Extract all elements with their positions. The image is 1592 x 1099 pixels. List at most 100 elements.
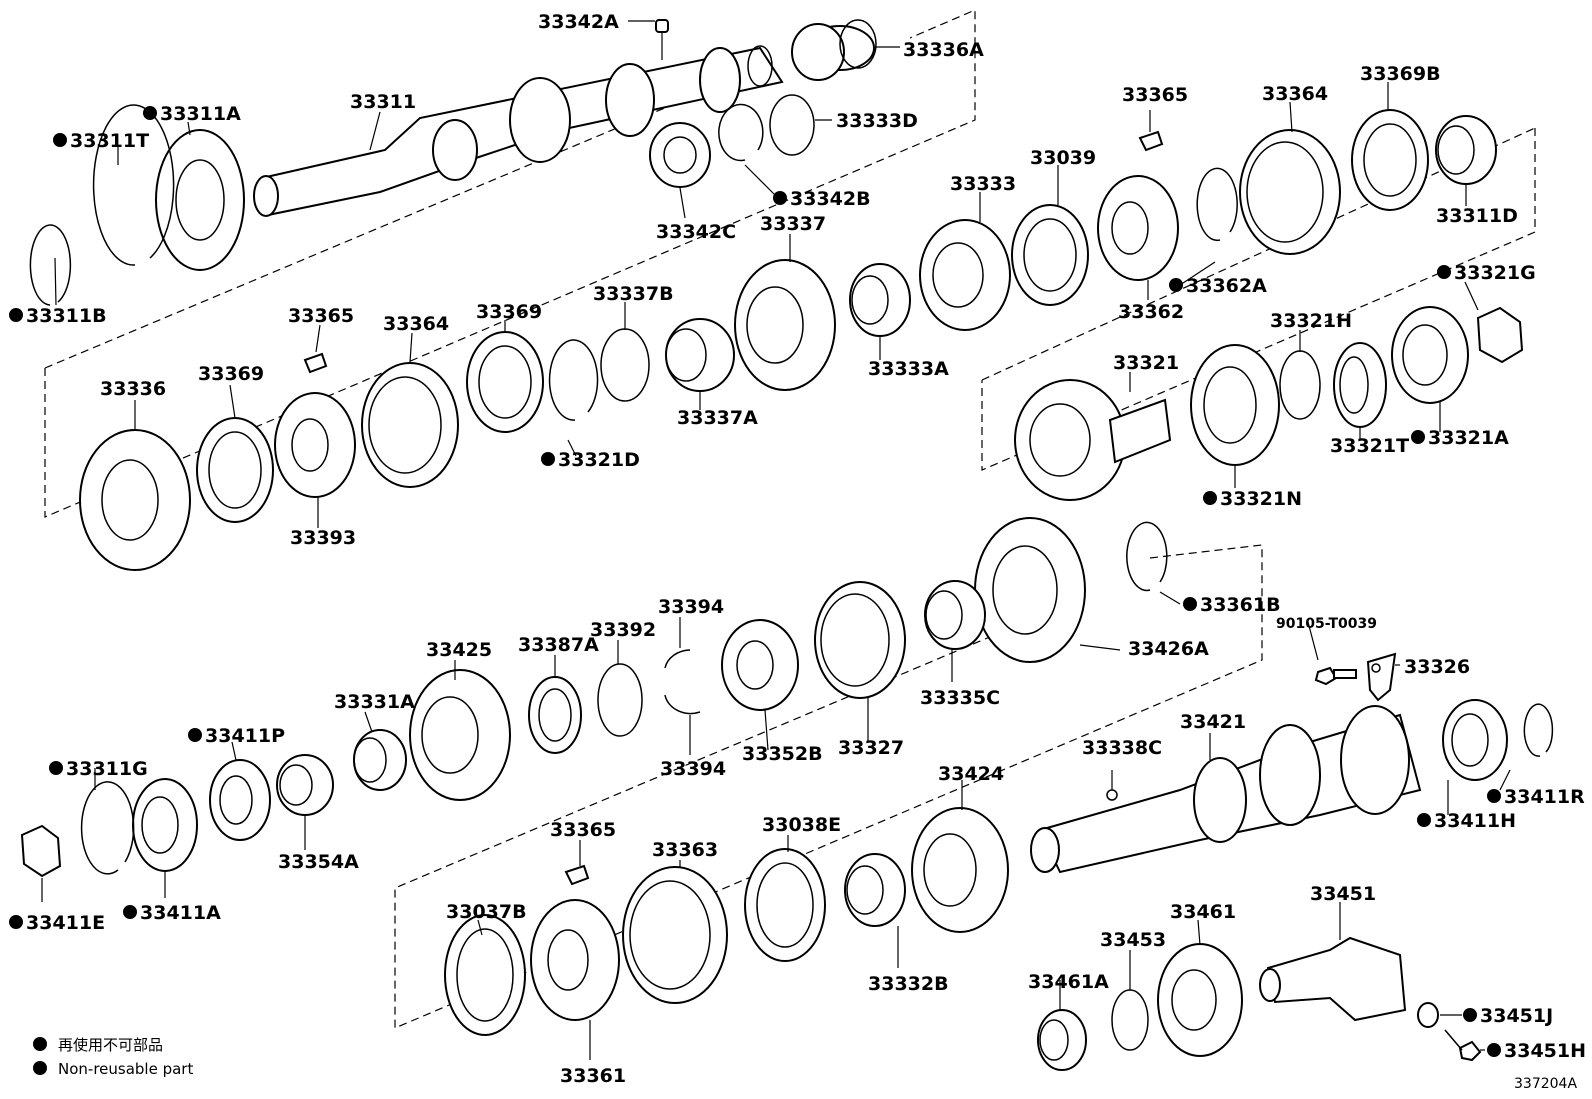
- ring-33342B: [718, 103, 764, 162]
- bearing-33311A: [155, 129, 245, 271]
- non-reusable-mark: [1203, 491, 1217, 505]
- label-33342C: 33342C: [656, 221, 736, 243]
- sleeve-33451: [1259, 936, 1407, 1022]
- ball-33338C: [1106, 789, 1118, 801]
- label-33311B: 33311B: [26, 305, 107, 327]
- spacer-33354A: [276, 754, 334, 816]
- shaft-33421: [1030, 705, 1422, 874]
- label-33321T: 33321T: [1330, 435, 1409, 457]
- label-33451: 33451: [1310, 883, 1376, 905]
- bearing-33333A: [849, 263, 911, 337]
- bearing-33332B: [844, 853, 906, 927]
- label-33387A: 33387A: [518, 634, 599, 656]
- label-33327: 33327: [838, 737, 904, 759]
- ring-33321H: [1279, 350, 1321, 420]
- bearing-33411A: [132, 778, 198, 872]
- label-33451J: 33451J: [1480, 1005, 1553, 1027]
- label-33364-mid: 33364: [383, 313, 449, 335]
- non-reusable-mark: [541, 452, 555, 466]
- non-reusable-mark: [1487, 789, 1501, 803]
- label-33311G: 33311G: [66, 758, 148, 780]
- spacer-33321T: [1333, 342, 1387, 428]
- synchro-ring-33369-mid: [466, 331, 544, 433]
- non-reusable-mark: [9, 308, 23, 322]
- label-33321: 33321: [1113, 352, 1179, 374]
- label-33333: 33333: [950, 173, 1016, 195]
- snap-ring-33311G: [80, 781, 135, 875]
- hub-33361: [530, 899, 620, 1021]
- non-reusable-mark: [773, 191, 787, 205]
- gear-33333: [919, 219, 1011, 331]
- bearing-33461A: [1037, 1009, 1087, 1071]
- non-reusable-mark: [1487, 1043, 1501, 1057]
- gear-33426A: [974, 517, 1086, 663]
- hub-33362: [1097, 175, 1179, 281]
- label-33365-bottom: 33365: [550, 819, 616, 841]
- sleeve-33364-top: [1239, 129, 1341, 255]
- label-33365-mid: 33365: [288, 305, 354, 327]
- synchro-ring-33387A: [528, 676, 582, 754]
- non-reusable-mark: [1463, 1008, 1477, 1022]
- bolt-33451H: [1444, 1029, 1482, 1062]
- bearing-33321A: [1391, 306, 1469, 404]
- label-33321D: 33321D: [558, 449, 640, 471]
- label-33411A: 33411A: [140, 902, 221, 924]
- ring-33394-top: [664, 649, 691, 669]
- label-33352B: 33352B: [742, 743, 823, 765]
- label-33362: 33362: [1118, 301, 1184, 323]
- label-33333D: 33333D: [836, 110, 918, 132]
- label-33038E: 33038E: [762, 814, 841, 836]
- label-33326: 33326: [1404, 656, 1470, 678]
- label-33365-top: 33365: [1122, 84, 1188, 106]
- label-33321A: 33321A: [1428, 427, 1509, 449]
- label-33335C: 33335C: [920, 687, 1000, 709]
- synchro-ring-33037B: [444, 914, 526, 1036]
- sleeve-33364-mid: [361, 362, 459, 488]
- non-reusable-mark: [1417, 813, 1431, 827]
- group-outlines: [44, 9, 1536, 1029]
- ring-33321D: [548, 339, 599, 421]
- ring-33333D: [769, 94, 815, 156]
- key-33365-top: [1138, 130, 1164, 152]
- part-labels: 33342A 33336A 33311A 33311 33311T 33333D…: [9, 11, 1586, 1087]
- hub-33393: [274, 392, 356, 498]
- ring-33394-bottom: [664, 694, 701, 715]
- bearing-33336A: [791, 19, 877, 81]
- non-reusable-mark: [143, 106, 157, 120]
- label-33369-left: 33369: [198, 363, 264, 385]
- snap-ring-33362A: [1196, 167, 1238, 242]
- legend: 再使用不可部品 Non-reusable part: [33, 1036, 193, 1078]
- label-33453: 33453: [1100, 929, 1166, 951]
- label-33363: 33363: [652, 839, 718, 861]
- label-33411R: 33411R: [1504, 786, 1585, 808]
- label-33421: 33421: [1180, 711, 1246, 733]
- non-reusable-mark: [53, 133, 67, 147]
- label-33336: 33336: [100, 378, 166, 400]
- nut-33321G: [1476, 306, 1524, 364]
- label-33331A: 33331A: [334, 691, 415, 713]
- label-33321N: 33321N: [1220, 488, 1302, 510]
- hub-33352B: [721, 619, 799, 711]
- legend-text-jp: 再使用不可部品: [58, 1036, 163, 1054]
- diagram-reference-code: 337204A: [1514, 1076, 1577, 1092]
- bearing-33411P: [209, 759, 271, 841]
- label-33338C: 33338C: [1082, 737, 1162, 759]
- leader-lines: [41, 20, 1511, 1060]
- gear-33336: [79, 429, 191, 571]
- label-33362A: 33362A: [1186, 275, 1267, 297]
- synchro-ring-33038E: [744, 848, 826, 962]
- synchro-ring-33369B: [1351, 109, 1429, 211]
- label-33394-top: 33394: [658, 596, 724, 618]
- sleeve-33363: [622, 866, 728, 1004]
- label-33364-top: 33364: [1262, 83, 1328, 105]
- bearing-33337A: [665, 318, 735, 392]
- snap-ring-33411R: [1523, 703, 1554, 757]
- label-33336A: 33336A: [903, 39, 984, 61]
- label-33321H: 33321H: [1270, 310, 1352, 332]
- legend-dot-jp: [33, 1037, 47, 1051]
- gear-33321: [1014, 379, 1172, 501]
- label-33354A: 33354A: [278, 851, 359, 873]
- label-33392: 33392: [590, 619, 656, 641]
- synchro-ring-33369-left: [196, 417, 274, 523]
- label-33394-bottom: 33394: [660, 758, 726, 780]
